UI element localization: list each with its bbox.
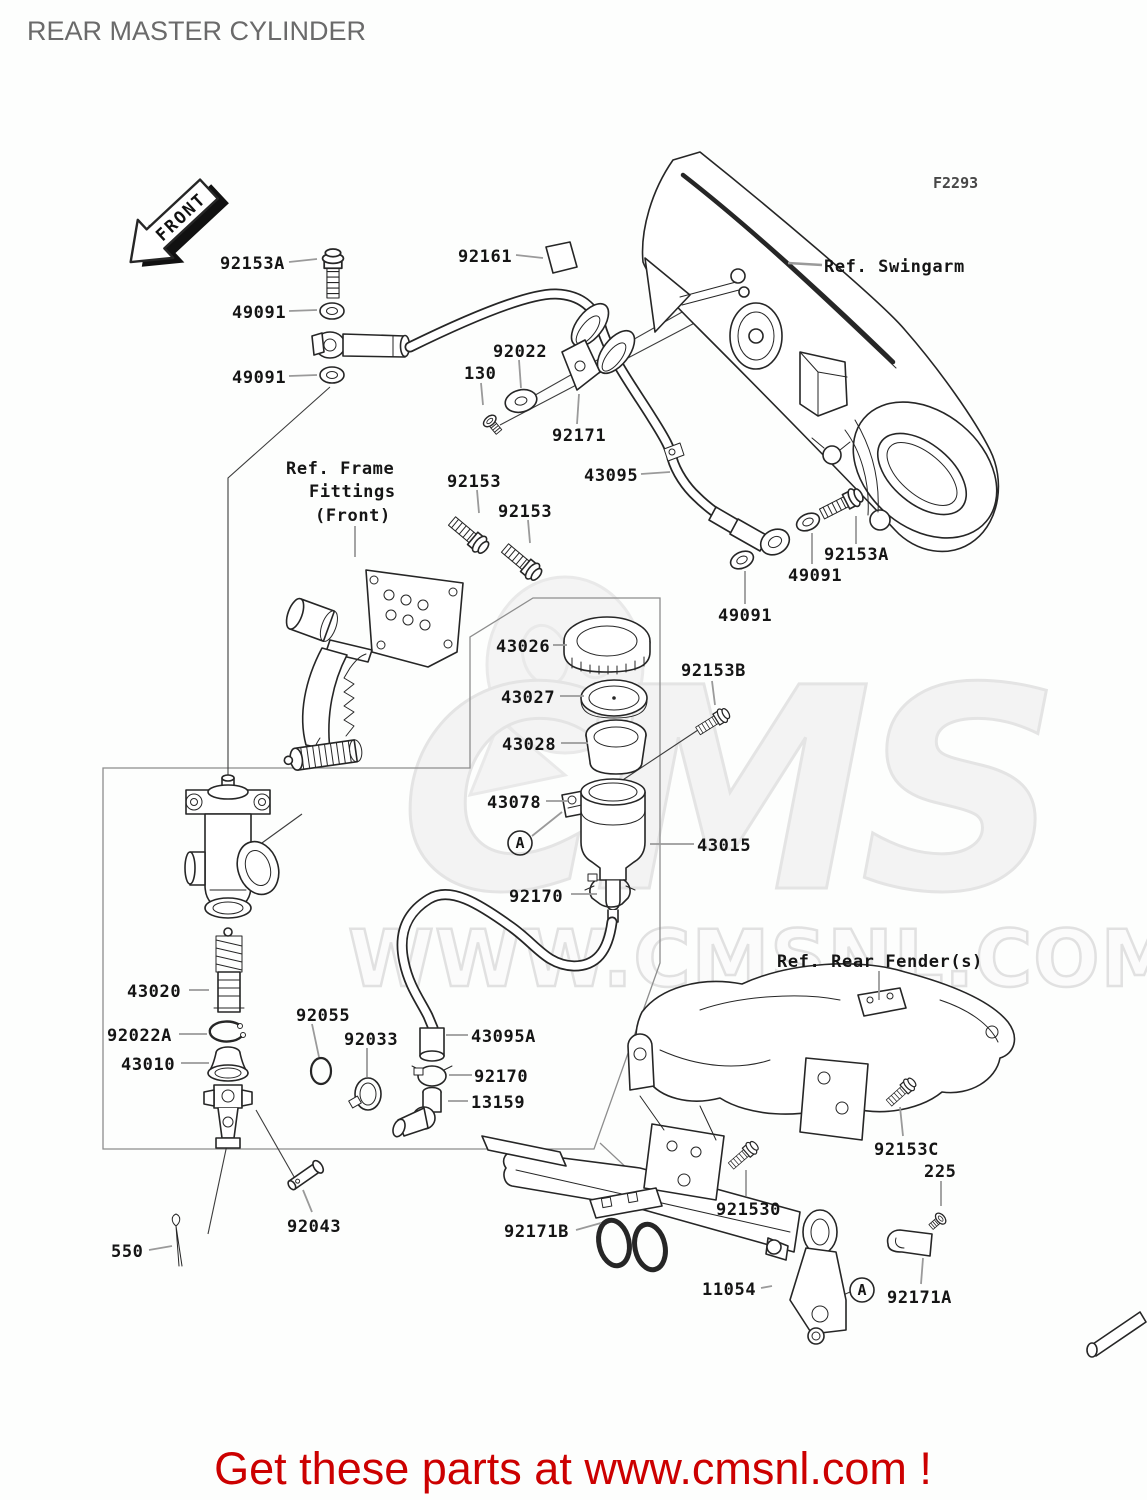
part-label-11054: 11054 <box>702 1280 756 1300</box>
detail-marker-a-1: A <box>507 830 533 856</box>
clamp-hose-lower-drawing <box>411 1065 453 1087</box>
detail-marker-a-1-text: A <box>515 834 524 852</box>
part-label-92153-1: 92153 <box>447 472 501 492</box>
part-label-92171b: 92171B <box>504 1222 569 1242</box>
clevis-joint-drawing <box>203 1084 253 1149</box>
reservoir-hose-drawing <box>396 889 618 1062</box>
leader-lines <box>148 254 942 1289</box>
part-label-92022: 92022 <box>493 342 547 362</box>
clamp-ring-drawing <box>348 1077 382 1111</box>
screw-tapping-drawing <box>926 1210 949 1233</box>
clamp-hose-upper-drawing <box>584 873 636 908</box>
part-label-92153a-2: 92153A <box>824 545 889 565</box>
brake-hose-rear-drawing <box>404 288 791 556</box>
part-label-49091-4: 49091 <box>718 606 772 626</box>
cmsnl-banner-text: Get these parts at www.cmsnl.com ! <box>214 1443 932 1494</box>
watermark-brand: CMS <box>400 629 1050 955</box>
part-label-49091-1: 49091 <box>232 303 286 323</box>
part-label-92171: 92171 <box>552 426 606 446</box>
pin-clevis-drawing <box>287 1159 325 1191</box>
swingarm-drawing <box>641 151 1000 553</box>
bracket-taillight-drawing <box>765 1209 847 1345</box>
watermark-url: WWW.CMSNL.COM <box>348 915 1147 1005</box>
page-title: REAR MASTER CYLINDER <box>27 16 366 46</box>
detail-marker-a-2-text: A <box>857 1281 866 1299</box>
part-label-92153b: 92153B <box>681 661 746 681</box>
figure-code: F2293 <box>933 174 978 192</box>
o-ring-drawing <box>309 1056 333 1086</box>
rear-fender-drawing <box>627 963 1016 1115</box>
part-label-43095a: 43095A <box>471 1027 536 1047</box>
master-cylinder-body-drawing <box>184 774 280 919</box>
pin-cotter-drawing <box>171 1213 183 1267</box>
part-label-43028: 43028 <box>502 735 556 755</box>
reservoir-cap-drawing <box>563 616 651 675</box>
clamp-single-drawing <box>886 1229 933 1257</box>
plate-diaphragm-drawing <box>580 679 648 719</box>
part-label-92033: 92033 <box>344 1030 398 1050</box>
part-label-921530: 921530 <box>716 1200 781 1220</box>
part-label-43026: 43026 <box>496 637 550 657</box>
part-label-92170-2: 92170 <box>474 1067 528 1087</box>
part-label-92153a-1: 92153A <box>220 254 285 274</box>
reservoir-assembly-drawing <box>580 778 646 923</box>
part-label-92161: 92161 <box>458 247 512 267</box>
part-label-92153-2: 92153 <box>498 502 552 522</box>
dust-boot-drawing <box>207 1046 249 1082</box>
ref-label-frame-line-2: Fittings <box>309 482 396 502</box>
banjo-fitting-drawing <box>311 331 411 359</box>
frame-fitting-bracket-drawing <box>283 569 464 771</box>
part-label-49091-3: 49091 <box>788 566 842 586</box>
ref-label-rear-fender: Ref. Rear Fender(s) <box>777 952 983 972</box>
part-label-130: 130 <box>464 364 497 384</box>
part-label-43020: 43020 <box>127 982 181 1002</box>
part-label-43078: 43078 <box>487 793 541 813</box>
connector-elbow-drawing <box>392 1086 442 1138</box>
ref-label-swingarm: Ref. Swingarm <box>824 257 965 277</box>
part-label-225: 225 <box>924 1162 957 1182</box>
part-label-550: 550 <box>111 1242 144 1262</box>
detail-marker-a-2: A <box>849 1277 875 1303</box>
diaphragm-drawing <box>585 719 647 775</box>
part-label-92170-1: 92170 <box>509 887 563 907</box>
part-label-43010: 43010 <box>121 1055 175 1075</box>
part-label-92055: 92055 <box>296 1006 350 1026</box>
ref-label-frame-line-1: Ref. Frame <box>286 459 394 479</box>
damper-plate-drawing <box>545 241 578 274</box>
part-label-92153c: 92153C <box>874 1140 939 1160</box>
part-label-43027: 43027 <box>501 688 555 708</box>
cms-watermark: CMS WWW.CMSNL.COM <box>347 575 1147 1006</box>
part-label-92022a: 92022A <box>107 1026 172 1046</box>
part-label-13159: 13159 <box>471 1093 525 1113</box>
banjo-bolt-front-drawing <box>321 248 345 299</box>
clamp-double-drawing <box>589 1187 668 1273</box>
part-label-43015: 43015 <box>697 836 751 856</box>
part-label-92171a: 92171A <box>887 1288 952 1308</box>
ref-label-frame-line-3: (Front) <box>315 506 391 526</box>
washer-plain-drawing <box>504 388 538 414</box>
washer-snap-drawing <box>208 1020 246 1043</box>
part-label-49091-2: 49091 <box>232 368 286 388</box>
piston-assembly-drawing <box>213 927 245 1013</box>
banjo-bolt-rear-drawing <box>816 484 867 524</box>
hose-grommet-drawing <box>561 302 636 391</box>
part-labels: REAR MASTER CYLINDER F2293 92153A 49091 … <box>27 16 983 1308</box>
bolt-fender-bracket-drawing <box>725 1138 762 1172</box>
frame-fitting-bolts-drawing <box>445 512 546 585</box>
part-label-92043: 92043 <box>287 1217 341 1237</box>
part-label-43095: 43095 <box>584 466 638 486</box>
